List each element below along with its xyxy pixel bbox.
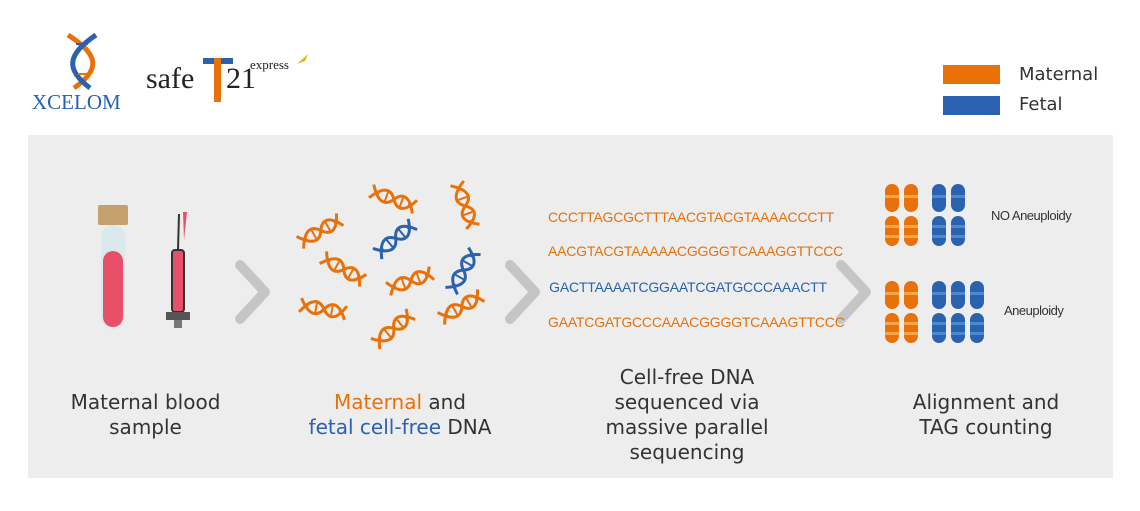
xcelom-wordmark: XCELOM: [32, 90, 121, 114]
chevron-right-icon: [235, 260, 270, 324]
maternal-dna-icon: [295, 213, 345, 249]
fetal-chromosome-icon: [970, 281, 984, 343]
step2-dna-label: DNA: [441, 415, 492, 439]
fetal-dna-icon: [445, 246, 481, 296]
chevron-right-icon: [836, 260, 871, 324]
no-aneuploidy-label: NO Aneuploidy: [991, 208, 1072, 223]
fetal-chromosome-icon: [932, 281, 946, 343]
fetal-chromosome-icon: [951, 184, 965, 246]
maternal-dna-icon: [450, 180, 480, 231]
maternal-chromosome-icon: [904, 184, 918, 246]
aneuploidy-label: Aneuploidy: [1004, 303, 1064, 318]
t-stem-icon: [214, 58, 221, 102]
chevron-right-icon: [505, 260, 540, 324]
maternal-chromosome-icon: [885, 281, 899, 343]
express-label: express: [250, 57, 289, 72]
legend-swatch-maternal: [943, 65, 1000, 84]
maternal-dna-icon: [298, 297, 349, 321]
step3-label: Cell-free DNA sequenced via massive para…: [605, 365, 769, 464]
step4-label: Alignment and TAG counting: [912, 390, 1060, 439]
maternal-dna-icon: [436, 289, 486, 325]
dna-logo-icon: [66, 32, 98, 91]
chromosomes-normal: [884, 183, 974, 249]
maternal-dna-icon: [318, 251, 368, 287]
step1-label: Maternal blood sample: [70, 390, 221, 439]
safe-wordmark: safe: [146, 62, 195, 95]
legend-swatch-fetal: [943, 96, 1000, 115]
step2-caption: Maternal and fetal cell-free DNA: [282, 390, 518, 440]
sequence-read: AACGTACGTAAAAACGGGGTCAAAGGTTCCC: [548, 243, 844, 259]
step4-caption: Alignment and TAG counting: [895, 390, 1077, 440]
step2-maternal-label: Maternal: [333, 390, 423, 414]
fetal-chromosome-icon: [951, 281, 965, 343]
legend-label-fetal: Fetal: [1019, 94, 1063, 115]
sequence-read: GAATCGATGCCCAAACGGGGTCAAAGTTCCC: [548, 314, 845, 330]
chromosomes-aneuploid: [884, 280, 994, 346]
step2-fetal-label: fetal cell-free: [308, 415, 441, 439]
fetal-dna-icon: [372, 218, 418, 260]
sequence-read: CCCTTAGCGCTTTAACGTACGTAAAACCCTT: [548, 209, 834, 225]
maternal-dna-icon: [368, 184, 419, 214]
step1-caption: Maternal blood sample: [58, 390, 233, 440]
syringe-icon: [166, 212, 190, 328]
maternal-dna-icon: [370, 308, 416, 350]
express-swoosh-icon: [297, 54, 308, 64]
step3-caption: Cell-free DNA sequenced via massive para…: [592, 365, 782, 465]
legend-label-maternal: Maternal: [1019, 64, 1099, 85]
dna-fragments: [290, 180, 490, 350]
maternal-chromosome-icon: [885, 184, 899, 246]
sequence-read: GACTTAAAATCGGAATCGATGCCCAAACTT: [549, 279, 827, 295]
t21-number: 21: [226, 62, 256, 95]
maternal-chromosome-icon: [904, 281, 918, 343]
xcelom-logo: XCELOM: [30, 30, 135, 115]
step2-and-label: and: [422, 390, 466, 414]
fetal-chromosome-icon: [932, 184, 946, 246]
maternal-dna-icon: [385, 266, 436, 296]
blood-tube-icon: [98, 205, 128, 329]
safet21-logo: safe 21 express: [146, 50, 316, 110]
